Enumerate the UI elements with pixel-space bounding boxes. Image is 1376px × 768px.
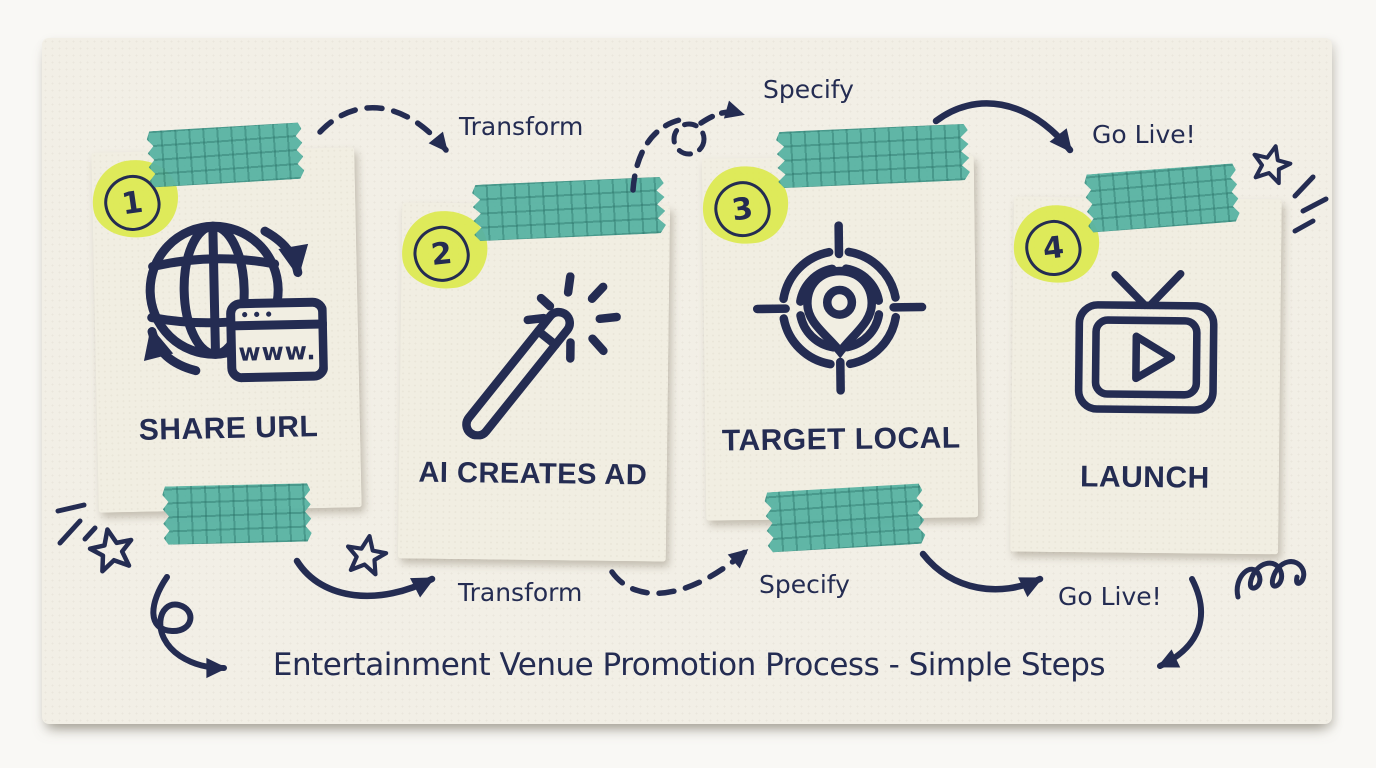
cycle-arrow-left	[143, 326, 201, 376]
washi-tape-card3-top	[776, 122, 971, 190]
wand-body	[462, 307, 574, 440]
target-outer-ring	[779, 247, 901, 369]
tv-screen	[1091, 316, 1201, 399]
top-connector-label-specify: Specify	[763, 75, 854, 104]
globe-axis	[208, 221, 221, 359]
diagram-caption: Entertainment Venue Promotion Process - …	[272, 647, 1106, 683]
step-card-target-local: 3 TARGET LOCAL	[696, 155, 979, 521]
top-connector-label-transform: Transform	[459, 112, 584, 141]
tv-antenna-right	[1146, 270, 1185, 310]
top-connector-label-go-live: Go Live!	[1092, 120, 1196, 149]
step-label: TARGET LOCAL	[721, 421, 961, 458]
step-label: LAUNCH	[1079, 460, 1210, 495]
step-card-ai-creates-ad: 2 AI CREATES AD	[397, 202, 671, 562]
location-pin	[803, 266, 877, 359]
washi-tape-card3-bottom	[764, 482, 926, 555]
step-card-launch: 4 LAUNCH	[1008, 196, 1282, 555]
globe-browser-icon: www.	[143, 221, 329, 383]
washi-tape-card2-top	[472, 175, 667, 243]
bottom-connector-label-go-live: Go Live!	[1058, 582, 1162, 611]
wand-sparkles	[523, 272, 622, 363]
cycle-arrow-right	[260, 226, 309, 278]
step-number: 4	[1041, 229, 1066, 267]
play-triangle	[1132, 332, 1176, 383]
globe-latitude-top	[148, 254, 280, 272]
step-label: AI CREATES AD	[418, 456, 648, 492]
browser-url-text: www.	[238, 337, 317, 367]
tv-antenna-left	[1111, 271, 1149, 310]
step-number: 2	[429, 235, 454, 273]
step-label: SHARE URL	[138, 410, 319, 447]
step-number: 1	[119, 184, 146, 222]
step-card-share-url: 1 www. SHARE URL	[86, 147, 362, 513]
magic-wand-icon	[462, 272, 622, 440]
washi-tape-card1-bottom	[162, 481, 312, 546]
step-number: 3	[729, 190, 756, 228]
browser-window: www.	[226, 297, 329, 383]
bottom-connector-label-transform: Transform	[458, 578, 583, 607]
bottom-connector-label-specify: Specify	[759, 570, 850, 599]
target-cross-ticks	[752, 221, 927, 395]
tv-frame	[1074, 301, 1218, 414]
tv-play-icon	[1074, 270, 1218, 414]
washi-tape-card1-top	[146, 121, 305, 190]
location-target-icon	[752, 221, 927, 395]
